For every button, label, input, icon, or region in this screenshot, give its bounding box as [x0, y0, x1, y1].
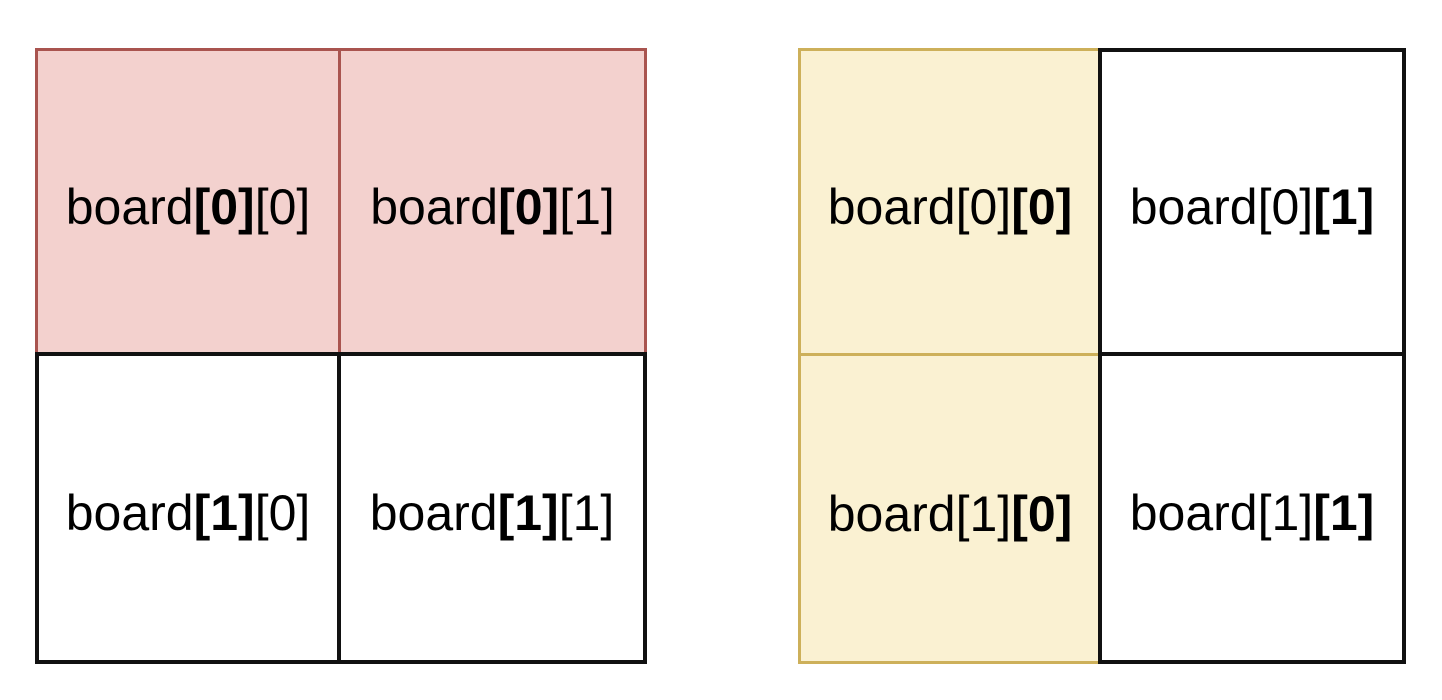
left-grid-cell-1-1: board[1][1] [337, 352, 647, 664]
col-index: [0] [254, 179, 311, 235]
row-index: [0] [498, 179, 560, 235]
array-name: board [65, 179, 194, 235]
cell-label: board[0][1] [370, 182, 615, 232]
array-name: board [369, 485, 498, 541]
cell-label: board[1][1] [370, 488, 615, 538]
left-grid-cell-0-1: board[0][1] [338, 48, 647, 356]
right-grid-cell-1-1: board[1][1] [1098, 352, 1406, 664]
right-grid-cell-0-1: board[0][1] [1098, 48, 1406, 356]
row-index: [1] [955, 485, 1012, 542]
array-name: board [65, 485, 194, 541]
cell-label: board[0][0] [828, 182, 1073, 232]
row-index: [1] [1257, 485, 1314, 541]
col-index: [1] [1313, 179, 1375, 235]
left-grid-cell-1-0: board[1][0] [35, 352, 341, 664]
row-highlight-grid: board[0][0] board[0][1] board[1][0] boar… [35, 48, 647, 664]
row-index: [1] [497, 485, 559, 541]
col-index: [0] [1011, 179, 1073, 235]
array-name: board [370, 179, 499, 235]
col-index: [1] [559, 179, 615, 235]
col-index: [1] [1313, 485, 1375, 541]
array-name: board [1129, 179, 1258, 235]
cell-label: board[1][1] [1130, 488, 1375, 538]
row-index: [1] [193, 485, 255, 541]
col-index: [1] [558, 485, 615, 541]
right-grid-cell-1-0: board[1][0] [798, 353, 1102, 664]
cell-label: board[1][0] [828, 489, 1073, 539]
cell-label: board[0][0] [66, 182, 311, 232]
row-index: [0] [955, 179, 1012, 235]
left-grid-cell-0-0: board[0][0] [35, 48, 341, 356]
array-name: board [827, 485, 956, 542]
right-grid-cell-0-0: board[0][0] [798, 48, 1102, 356]
column-highlight-grid: board[0][0] board[0][1] board[1][0] boar… [798, 48, 1406, 664]
cell-label: board[1][0] [66, 488, 311, 538]
cell-label: board[0][1] [1130, 182, 1375, 232]
array-name: board [1129, 485, 1258, 541]
col-index: [0] [1011, 485, 1073, 542]
col-index: [0] [254, 485, 311, 541]
array-name: board [827, 179, 956, 235]
row-index: [0] [193, 179, 255, 235]
row-index: [0] [1257, 179, 1314, 235]
